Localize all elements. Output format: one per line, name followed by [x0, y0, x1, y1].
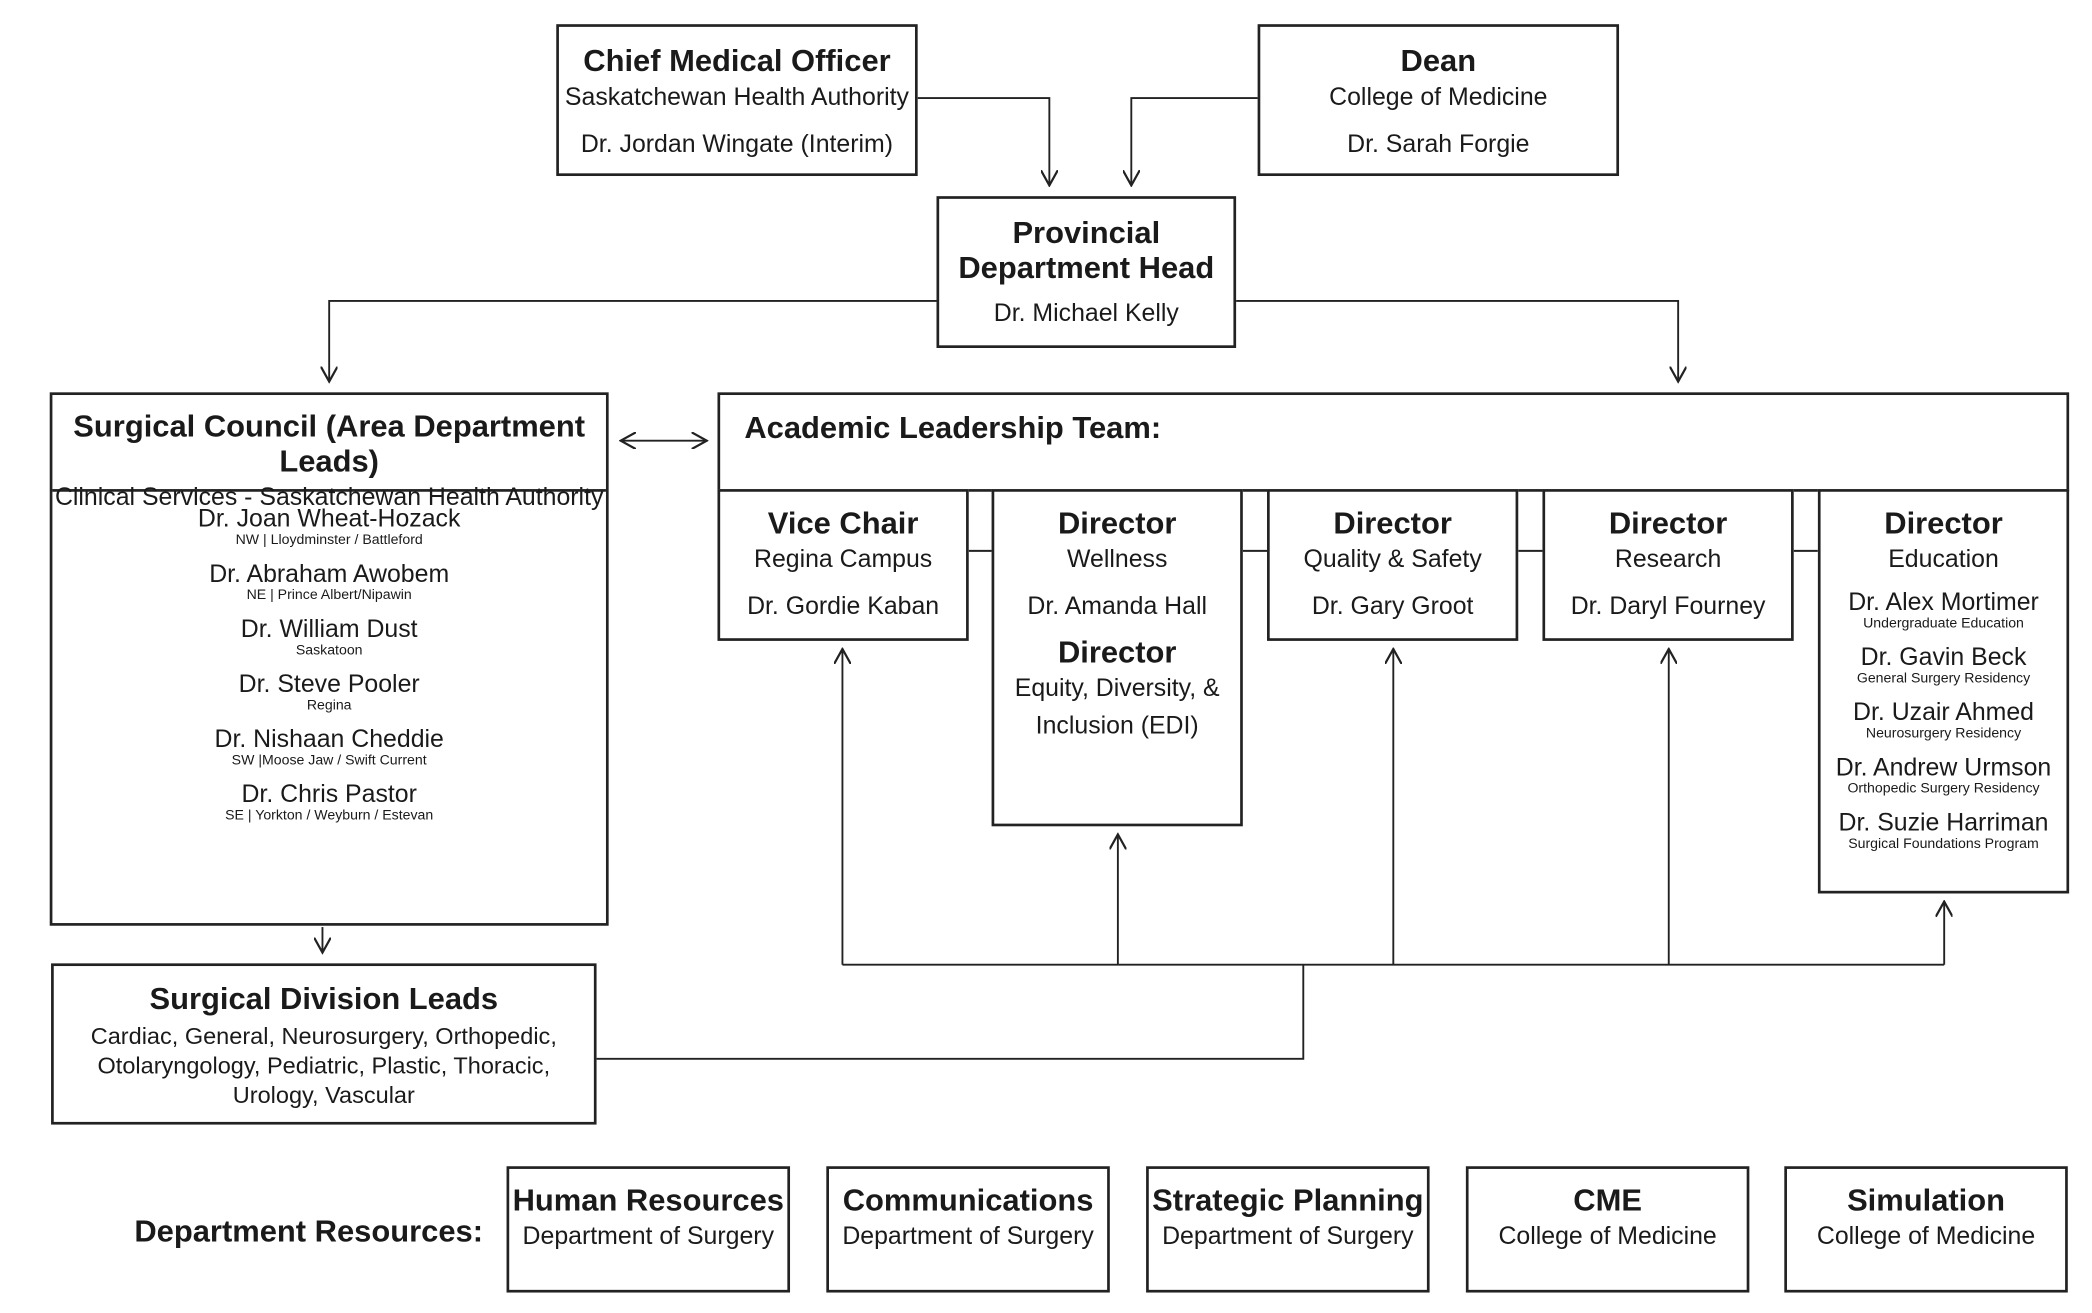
quality-sub: Quality & Safety — [1303, 544, 1482, 573]
edi-sub-line1: Equity, Diversity, & — [1014, 673, 1220, 702]
edi-title: Director — [1057, 634, 1177, 670]
head-title-line1: Provincial — [1012, 214, 1161, 250]
academic-leadership-header: Academic Leadership Team: — [717, 392, 2070, 492]
resource-title: Simulation — [1847, 1182, 2006, 1218]
resource-sub: Department of Surgery — [522, 1221, 775, 1250]
cmo-title: Chief Medical Officer — [583, 42, 891, 78]
education-member-name: Dr. Uzair Ahmed — [1853, 697, 2035, 726]
dean-name: Dr. Sarah Forgie — [1347, 128, 1530, 158]
division-line1: Cardiac, General, Neurosurgery, Orthoped… — [90, 1022, 557, 1050]
resource-sub: College of Medicine — [1816, 1221, 2036, 1250]
research-box: Director Research Dr. Daryl Fourney — [1542, 489, 1794, 641]
dean-to-head-arrow — [1131, 97, 1258, 185]
resource-sub: Department of Surgery — [842, 1221, 1094, 1250]
quality-safety-box: Director Quality & Safety Dr. Gary Groot — [1267, 489, 1519, 641]
education-member-role: Orthopedic Surgery Residency — [1847, 780, 2040, 797]
council-member-area: NW | Lloydminster / Battleford — [235, 532, 423, 549]
education-sub: Education — [1888, 544, 1999, 573]
wellness-title: Director — [1057, 505, 1177, 541]
resource-communications: Communications Department of Surgery — [826, 1166, 1110, 1293]
council-member-area: NE | Prince Albert/Nipawin — [246, 587, 412, 604]
department-head-box: Provincial Department Head Dr. Michael K… — [936, 196, 1237, 348]
division-line2: Otolaryngology, Pediatric, Plastic, Thor… — [97, 1052, 551, 1079]
dean-title: Dean — [1400, 42, 1477, 78]
vice-chair-sub: Regina Campus — [753, 544, 933, 573]
surgical-division-leads-box: Surgical Division Leads Cardiac, General… — [51, 963, 597, 1125]
edi-sub-line2: Inclusion (EDI) — [1035, 710, 1199, 739]
council-member-name: Dr. Abraham Awobem — [209, 558, 450, 588]
council-member-area: Regina — [306, 697, 352, 714]
wellness-edi-box: Director Wellness Dr. Amanda Hall Direct… — [991, 489, 1243, 827]
resource-title: Human Resources — [512, 1182, 784, 1218]
education-title: Director — [1884, 505, 2003, 541]
council-member-name: Dr. Chris Pastor — [241, 779, 417, 808]
vice-chair-title: Vice Chair — [767, 505, 919, 541]
council-subtitle: Clinical Services - Saskatchewan Health … — [54, 482, 604, 511]
education-member-role: General Surgery Residency — [1856, 670, 2031, 687]
resource-strategic-planning: Strategic Planning Department of Surgery — [1146, 1166, 1430, 1293]
division-line3: Urology, Vascular — [232, 1081, 415, 1109]
resource-sub: Department of Surgery — [1162, 1221, 1414, 1250]
resource-cme: CME College of Medicine — [1465, 1166, 1750, 1293]
resource-sub: College of Medicine — [1498, 1221, 1717, 1250]
dean-box: Dean College of Medicine Dr. Sarah Forgi… — [1257, 24, 1620, 177]
cmo-org: Saskatchewan Health Authority — [564, 81, 909, 111]
cmo-to-head-arrow — [917, 97, 1050, 185]
wellness-name: Dr. Amanda Hall — [1027, 591, 1208, 620]
wellness-sub: Wellness — [1067, 544, 1168, 573]
research-title: Director — [1608, 505, 1728, 541]
council-title: Surgical Council (Area Department Leads) — [73, 408, 586, 479]
surgical-council-box: Surgical Council (Area Department Leads)… — [49, 392, 609, 926]
council-member-area: SE | Yorkton / Weyburn / Estevan — [225, 807, 434, 824]
council-header: Surgical Council (Area Department Leads)… — [52, 395, 606, 511]
head-to-academic-arrow — [1234, 300, 1678, 382]
education-member-role: Surgical Foundations Program — [1848, 835, 2039, 852]
council-member-name: Dr. Joan Wheat-Hozack — [197, 503, 461, 533]
resource-title: Strategic Planning — [1152, 1182, 1424, 1218]
education-member-name: Dr. Suzie Harriman — [1838, 807, 2049, 836]
council-member-name: Dr. Steve Pooler — [238, 669, 420, 698]
vice-chair-name: Dr. Gordie Kaban — [747, 591, 940, 620]
division-bus-line — [596, 964, 1305, 1060]
council-member-name: Dr. Nishaan Cheddie — [214, 724, 444, 753]
division-title: Surgical Division Leads — [149, 980, 499, 1016]
academic-title: Academic Leadership Team: — [744, 409, 1162, 445]
chief-medical-officer-box: Chief Medical Officer Saskatchewan Healt… — [556, 24, 918, 177]
council-member-area: SW |Moose Jaw / Swift Current — [231, 752, 427, 769]
education-member-name: Dr. Gavin Beck — [1860, 642, 2027, 671]
resource-simulation: Simulation College of Medicine — [1784, 1166, 2068, 1293]
head-to-council-arrow — [329, 300, 937, 382]
head-name: Dr. Michael Kelly — [993, 298, 1179, 327]
department-resources-label: Department Resources: — [134, 1213, 483, 1249]
council-member-name: Dr. William Dust — [240, 614, 418, 643]
research-sub: Research — [1614, 544, 1722, 573]
resource-title: CME — [1573, 1182, 1642, 1218]
vice-chair-box: Vice Chair Regina Campus Dr. Gordie Kaba… — [717, 489, 969, 641]
dean-org: College of Medicine — [1329, 81, 1548, 111]
quality-name: Dr. Gary Groot — [1311, 591, 1474, 620]
resource-title: Communications — [842, 1182, 1094, 1218]
council-members: Dr. Joan Wheat-Hozack NW | Lloydminster … — [52, 492, 606, 824]
council-member-area: Saskatoon — [295, 642, 363, 659]
education-member-role: Neurosurgery Residency — [1865, 725, 2022, 742]
research-name: Dr. Daryl Fourney — [1570, 591, 1766, 620]
education-member-name: Dr. Andrew Urmson — [1835, 752, 2052, 781]
quality-title: Director — [1333, 505, 1452, 541]
cmo-name: Dr. Jordan Wingate (Interim) — [580, 128, 894, 158]
education-member-name: Dr. Alex Mortimer — [1848, 587, 2039, 616]
head-title-line2: Department Head — [958, 249, 1215, 285]
resource-human-resources: Human Resources Department of Surgery — [506, 1166, 791, 1293]
education-member-role: Undergraduate Education — [1863, 615, 2024, 632]
education-box: Director Education Dr. Alex Mortimer Und… — [1817, 489, 2070, 894]
